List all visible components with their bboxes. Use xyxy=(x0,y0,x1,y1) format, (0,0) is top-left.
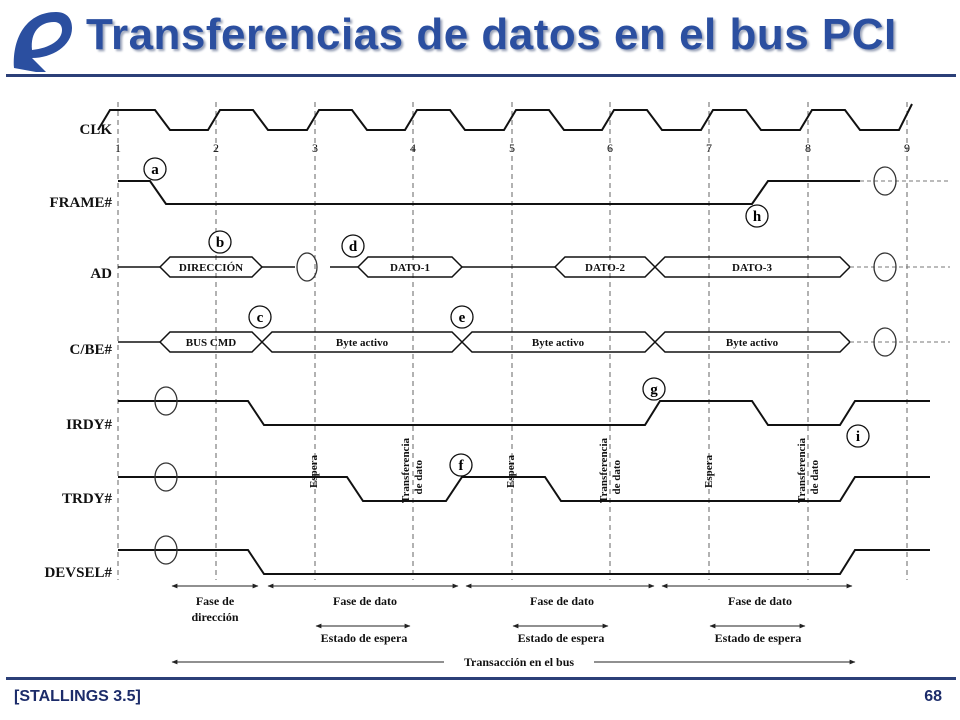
ad-data2-label: DATO-2 xyxy=(585,262,625,274)
svg-text:e: e xyxy=(459,310,466,326)
university-logo-icon xyxy=(13,12,72,72)
turnaround-cycles xyxy=(154,166,897,565)
svg-text:i: i xyxy=(856,429,860,445)
wait-label-2: Espera xyxy=(505,455,517,489)
clock-gridlines xyxy=(117,102,908,580)
cbe-byte-active-label-3: Byte activo xyxy=(726,337,779,349)
turnaround-cycle-icon xyxy=(296,252,318,282)
clock-number-4: 4 xyxy=(410,141,416,155)
wait-label-1: Espera xyxy=(308,455,320,489)
clk-waveform xyxy=(97,103,913,131)
trdy-waveform xyxy=(118,476,930,502)
ad-address-label: DIRECCIÓN xyxy=(179,262,243,274)
marker-h: h xyxy=(745,204,769,228)
wait-label-3: Espera xyxy=(703,455,715,489)
clock-number-9: 9 xyxy=(904,141,910,155)
clock-number-3: 3 xyxy=(312,141,318,155)
turnaround-cycle-icon xyxy=(873,327,897,357)
phase-arrows xyxy=(171,583,856,665)
marker-d: d xyxy=(341,234,365,258)
header-divider xyxy=(6,74,956,77)
svg-text:b: b xyxy=(216,235,224,251)
signal-label-clk: CLK xyxy=(79,122,112,138)
ad-data3-label: DATO-3 xyxy=(732,262,772,274)
event-markers: a b c d e f g h xyxy=(143,157,870,477)
marker-a: a xyxy=(143,157,167,181)
data-phase-label-3: Fase de dato xyxy=(728,594,792,608)
signal-label-cbe: C/BE# xyxy=(69,342,112,358)
transfer-label-2b: de dato xyxy=(611,460,623,495)
signal-label-irdy: IRDY# xyxy=(66,417,112,433)
wait-state-label-2: Estado de espera xyxy=(518,631,605,645)
data-phase-label-1: Fase de dato xyxy=(333,594,397,608)
wait-state-label-3: Estado de espera xyxy=(715,631,802,645)
clock-number-7: 7 xyxy=(706,141,712,155)
signal-label-trdy: TRDY# xyxy=(62,491,113,507)
marker-g: g xyxy=(642,377,666,401)
cbe-bus-cmd-label: BUS CMD xyxy=(186,337,236,349)
reference-citation: [STALLINGS 3.5] xyxy=(14,688,141,705)
slide-title: Transferencias de datos en el bus PCI xyxy=(86,10,897,59)
cbe-byte-active-label-1: Byte activo xyxy=(336,337,389,349)
turnaround-cycle-icon xyxy=(154,386,178,416)
ad-data1-label: DATO-1 xyxy=(390,262,430,274)
turnaround-cycle-icon xyxy=(154,535,178,565)
transfer-label-2a: Transferencia xyxy=(598,438,610,503)
signal-label-frame: FRAME# xyxy=(50,195,113,211)
clock-number-6: 6 xyxy=(607,141,613,155)
marker-f: f xyxy=(449,453,473,477)
turnaround-cycle-icon xyxy=(873,166,897,196)
marker-b: b xyxy=(208,230,232,254)
footer-divider xyxy=(6,677,956,680)
address-phase-label-line1: Fase de xyxy=(196,594,235,608)
signal-label-devsel: DEVSEL# xyxy=(44,565,112,581)
address-phase-label-line2: dirección xyxy=(191,610,238,624)
marker-c: c xyxy=(248,305,272,329)
slide-header: Transferencias de datos en el bus PCI xyxy=(0,0,960,80)
clock-number-8: 8 xyxy=(805,141,811,155)
irdy-waveform xyxy=(118,400,930,426)
transfer-label-1b: de dato xyxy=(413,460,425,495)
pci-timing-diagram: CLK FRAME# AD C/BE# IRDY# TRDY# DEVSEL# … xyxy=(44,102,950,669)
data-phase-label-2: Fase de dato xyxy=(530,594,594,608)
svg-text:f: f xyxy=(459,458,465,474)
devsel-waveform xyxy=(118,549,930,575)
marker-i: i xyxy=(846,424,870,448)
svg-text:g: g xyxy=(650,382,658,398)
clock-number-1: 1 xyxy=(115,141,121,155)
ad-bus xyxy=(118,256,852,278)
page-number: 68 xyxy=(924,688,942,705)
signal-label-ad: AD xyxy=(90,266,112,282)
transfer-label-1a: Transferencia xyxy=(400,438,412,503)
clock-number-2: 2 xyxy=(213,141,219,155)
svg-text:a: a xyxy=(151,162,159,178)
bus-transaction-label: Transacción en el bus xyxy=(464,655,574,669)
transfer-label-3b: de dato xyxy=(809,460,821,495)
transfer-label-3a: Transferencia xyxy=(796,438,808,503)
wait-state-label-1: Estado de espera xyxy=(321,631,408,645)
clock-number-5: 5 xyxy=(509,141,515,155)
cbe-byte-active-label-2: Byte activo xyxy=(532,337,585,349)
turnaround-cycle-icon xyxy=(154,462,178,492)
frame-waveform xyxy=(118,180,860,205)
svg-text:d: d xyxy=(349,239,358,255)
turnaround-cycle-icon xyxy=(873,252,897,282)
svg-text:c: c xyxy=(257,310,264,326)
svg-text:h: h xyxy=(753,209,762,225)
marker-e: e xyxy=(450,305,474,329)
